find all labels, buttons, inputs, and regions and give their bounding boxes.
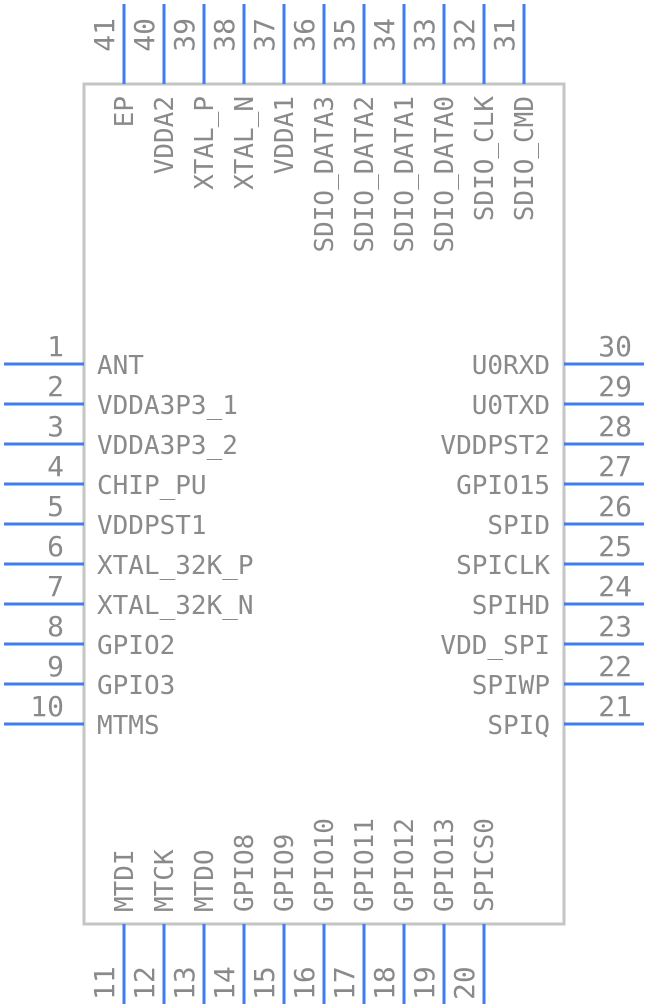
pin-27-number: 27 bbox=[598, 450, 632, 483]
pin-14-number: 14 bbox=[208, 966, 241, 1000]
pin-40-number: 40 bbox=[128, 18, 161, 52]
pin-13-number: 13 bbox=[168, 966, 201, 1000]
pin-28-label: VDDPST2 bbox=[440, 431, 550, 461]
pin-31-label: SDIO_CMD bbox=[510, 96, 540, 221]
pin-25-number: 25 bbox=[598, 530, 632, 563]
pin-19-number: 19 bbox=[408, 966, 441, 1000]
pin-6-number: 6 bbox=[47, 530, 64, 563]
pin-22-number: 22 bbox=[598, 650, 632, 683]
pin-1-label: ANT bbox=[97, 351, 144, 381]
pin-30-number: 30 bbox=[598, 330, 632, 363]
pin-26-label: SPID bbox=[487, 511, 550, 541]
pin-21-label: SPIQ bbox=[487, 711, 550, 741]
pin-10-number: 10 bbox=[30, 690, 64, 723]
pin-33-number: 33 bbox=[408, 18, 441, 52]
pin-39-number: 39 bbox=[168, 18, 201, 52]
pin-41-label: EP bbox=[110, 96, 140, 127]
pin-20-number: 20 bbox=[448, 966, 481, 1000]
pin-4-label: CHIP_PU bbox=[97, 471, 207, 501]
pin-35-number: 35 bbox=[328, 18, 361, 52]
pin-12-label: MTCK bbox=[150, 849, 180, 912]
pin-40-label: VDDA2 bbox=[150, 96, 180, 174]
pin-23-number: 23 bbox=[598, 610, 632, 643]
pin-16-label: GPIO10 bbox=[310, 818, 340, 912]
pin-7-label: XTAL_32K_N bbox=[97, 591, 254, 621]
pin-36-label: SDIO_DATA3 bbox=[310, 96, 340, 253]
pin-27-label: GPIO15 bbox=[456, 471, 550, 501]
pin-9-label: GPIO3 bbox=[97, 671, 175, 701]
pin-4-number: 4 bbox=[47, 450, 64, 483]
pin-16-number: 16 bbox=[288, 966, 321, 1000]
pin-12-number: 12 bbox=[128, 966, 161, 1000]
pin-11-label: MTDI bbox=[110, 849, 140, 912]
pin-13-label: MTDO bbox=[190, 849, 220, 912]
pin-11-number: 11 bbox=[88, 966, 121, 1000]
pin-28-number: 28 bbox=[598, 410, 632, 443]
pin-36-number: 36 bbox=[288, 18, 321, 52]
pin-34-label: SDIO_DATA1 bbox=[390, 96, 420, 253]
pin-37-number: 37 bbox=[248, 18, 281, 52]
pin-19-label: GPIO13 bbox=[430, 818, 460, 912]
pin-2-label: VDDA3P3_1 bbox=[97, 391, 238, 421]
pin-5-label: VDDPST1 bbox=[97, 511, 207, 541]
pin-35-label: SDIO_DATA2 bbox=[350, 96, 380, 253]
pin-5-number: 5 bbox=[47, 490, 64, 523]
pin-29-number: 29 bbox=[598, 370, 632, 403]
pin-10-label: MTMS bbox=[97, 711, 160, 741]
pin-23-label: VDD_SPI bbox=[440, 631, 550, 661]
pin-8-label: GPIO2 bbox=[97, 631, 175, 661]
pin-26-number: 26 bbox=[598, 490, 632, 523]
pin-3-label: VDDA3P3_2 bbox=[97, 431, 238, 461]
pin-38-label: XTAL_N bbox=[230, 96, 260, 190]
pin-39-label: XTAL_P bbox=[190, 96, 220, 190]
pin-41-number: 41 bbox=[88, 18, 121, 52]
pin-29-label: U0TXD bbox=[472, 391, 550, 421]
pin-15-label: GPIO9 bbox=[270, 834, 300, 912]
pin-18-label: GPIO12 bbox=[390, 818, 420, 912]
pin-17-label: GPIO11 bbox=[350, 818, 380, 912]
pin-15-number: 15 bbox=[248, 966, 281, 1000]
pin-30-label: U0RXD bbox=[472, 351, 550, 381]
pin-34-number: 34 bbox=[368, 18, 401, 52]
pin-3-number: 3 bbox=[47, 410, 64, 443]
pin-32-number: 32 bbox=[448, 18, 481, 52]
pin-31-number: 31 bbox=[488, 18, 521, 52]
pin-7-number: 7 bbox=[47, 570, 64, 603]
pin-21-number: 21 bbox=[598, 690, 632, 723]
pin-20-label: SPICS0 bbox=[470, 818, 500, 912]
pin-33-label: SDIO_DATA0 bbox=[430, 96, 460, 253]
pin-18-number: 18 bbox=[368, 966, 401, 1000]
pin-8-number: 8 bbox=[47, 610, 64, 643]
ic-body-outline bbox=[82, 82, 566, 926]
pin-1-number: 1 bbox=[47, 330, 64, 363]
pin-17-number: 17 bbox=[328, 966, 361, 1000]
pin-37-label: VDDA1 bbox=[270, 96, 300, 174]
pin-22-label: SPIWP bbox=[472, 671, 550, 701]
pin-24-label: SPIHD bbox=[472, 591, 550, 621]
pin-14-label: GPIO8 bbox=[230, 834, 260, 912]
pin-24-number: 24 bbox=[598, 570, 632, 603]
pin-9-number: 9 bbox=[47, 650, 64, 683]
pin-6-label: XTAL_32K_P bbox=[97, 551, 254, 581]
pin-38-number: 38 bbox=[208, 18, 241, 52]
pin-32-label: SDIO_CLK bbox=[470, 96, 500, 222]
pin-25-label: SPICLK bbox=[456, 551, 550, 581]
pin-2-number: 2 bbox=[47, 370, 64, 403]
